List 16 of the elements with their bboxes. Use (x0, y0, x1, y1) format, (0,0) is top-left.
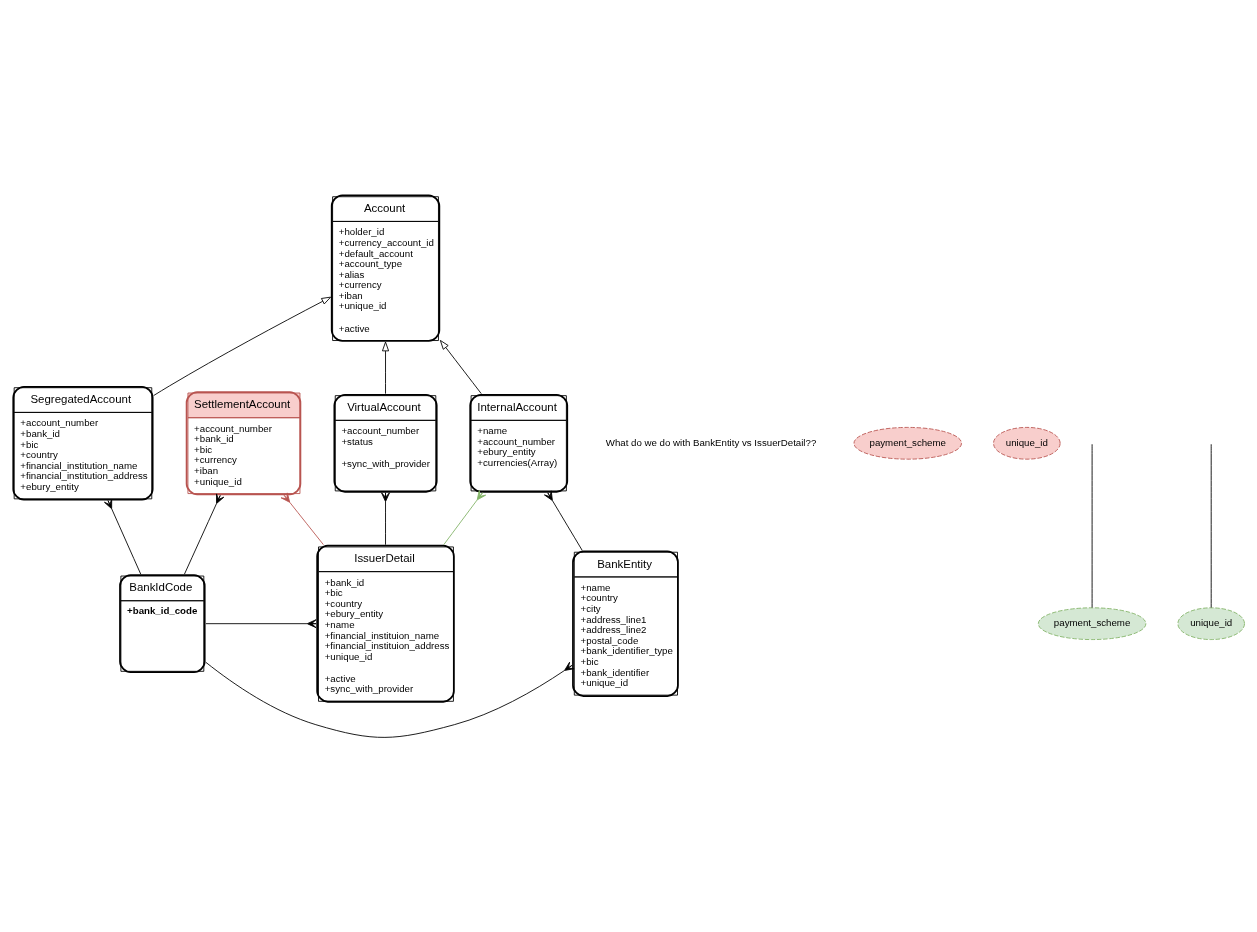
label: What do we do with BankEntity vs IssuerDetail?? (605, 436, 817, 448)
connector (381, 492, 390, 546)
arrow (439, 339, 482, 395)
node-ellipse: unique_id (1177, 607, 1245, 640)
connector (443, 490, 487, 546)
connector (184, 493, 225, 575)
node-ellipse: payment_scheme (1037, 607, 1147, 640)
arrow (382, 341, 390, 395)
arrow (153, 296, 332, 396)
connector (544, 490, 583, 551)
connector (104, 498, 142, 575)
connector (205, 619, 317, 629)
connector (280, 492, 324, 546)
connector (205, 661, 575, 738)
node-ellipse: payment_scheme (853, 426, 962, 460)
node-ellipse: unique_id (993, 426, 1061, 460)
